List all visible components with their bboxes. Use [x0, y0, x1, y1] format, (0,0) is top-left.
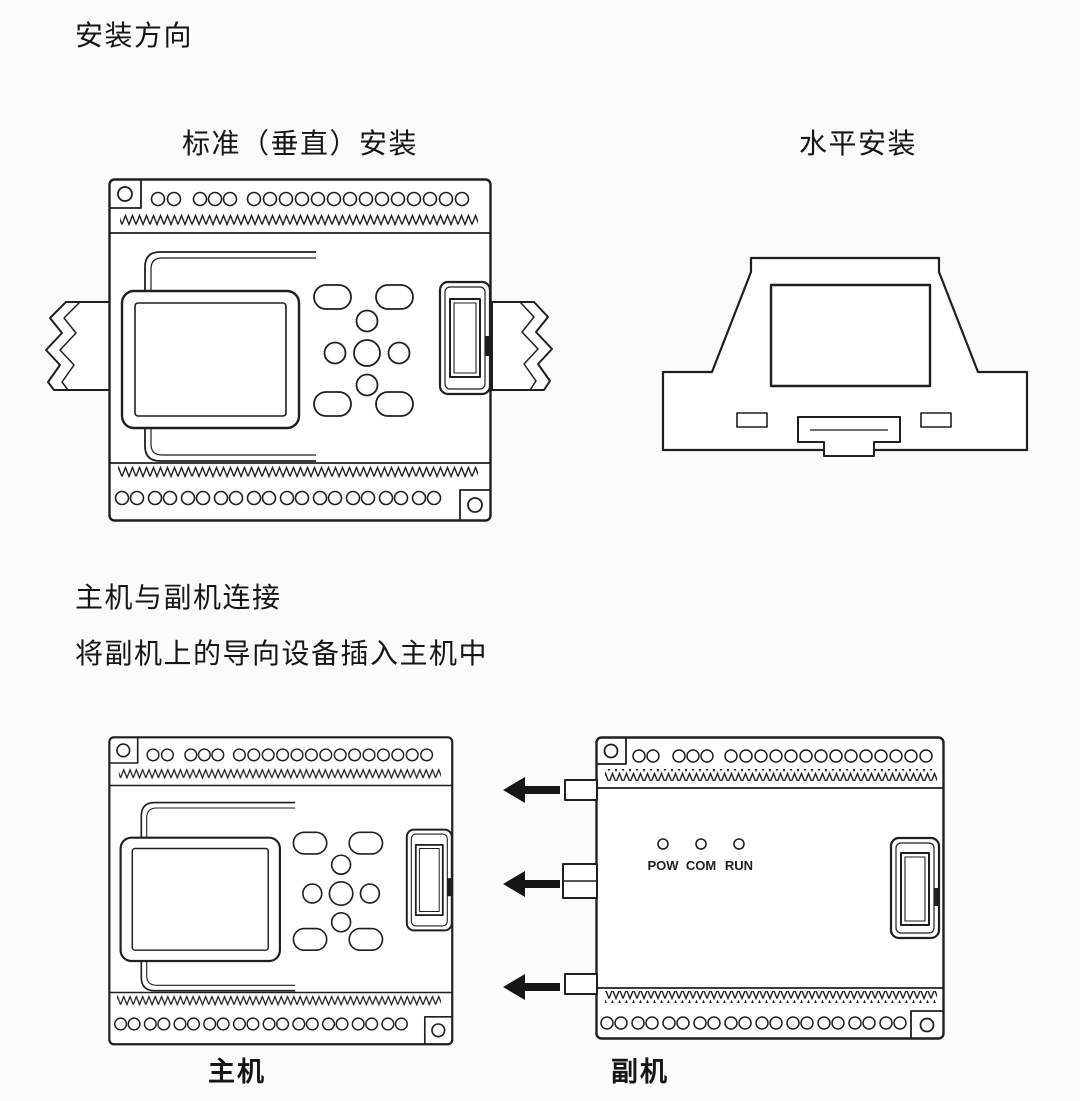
profile-window	[769, 283, 932, 388]
expansion-connector	[889, 836, 941, 940]
caption-horizontal-install: 水平安装	[798, 128, 917, 159]
led-label-pow: POW	[647, 858, 679, 873]
page-title: 安装方向	[75, 20, 194, 51]
main-unit-label: 主机	[208, 1057, 266, 1087]
device-profile	[661, 256, 1029, 452]
insert-arrows	[503, 777, 560, 1000]
sub-unit-label: 副机	[611, 1057, 669, 1087]
plc-front-main-unit	[109, 737, 452, 1044]
led-pow	[657, 838, 669, 850]
led-indicators: POW COM RUN	[647, 838, 753, 873]
left-slot	[736, 412, 768, 428]
led-label-com: COM	[686, 858, 716, 873]
section-connect-subtitle: 将副机上的导向设备插入主机中	[75, 638, 489, 669]
led-com	[695, 838, 707, 850]
horizontal-install-figure	[661, 256, 1029, 457]
sub-unit-figure: POW COM RUN	[562, 736, 945, 1040]
section-connect-title: 主机与副机连接	[75, 582, 282, 613]
din-rail	[45, 301, 553, 391]
vertical-install-figure	[45, 180, 553, 521]
plc-front-vertical	[110, 180, 492, 521]
guide-tabs	[562, 779, 598, 995]
led-label-run: RUN	[725, 858, 753, 873]
arrow-left-bottom	[503, 974, 560, 1000]
right-slot	[920, 412, 952, 428]
arrow-left-middle	[503, 871, 560, 897]
rail-clip	[797, 416, 901, 457]
arrow-left-top	[503, 777, 560, 803]
caption-vertical-install: 标准（垂直）安装	[181, 128, 418, 159]
led-run	[733, 838, 745, 850]
